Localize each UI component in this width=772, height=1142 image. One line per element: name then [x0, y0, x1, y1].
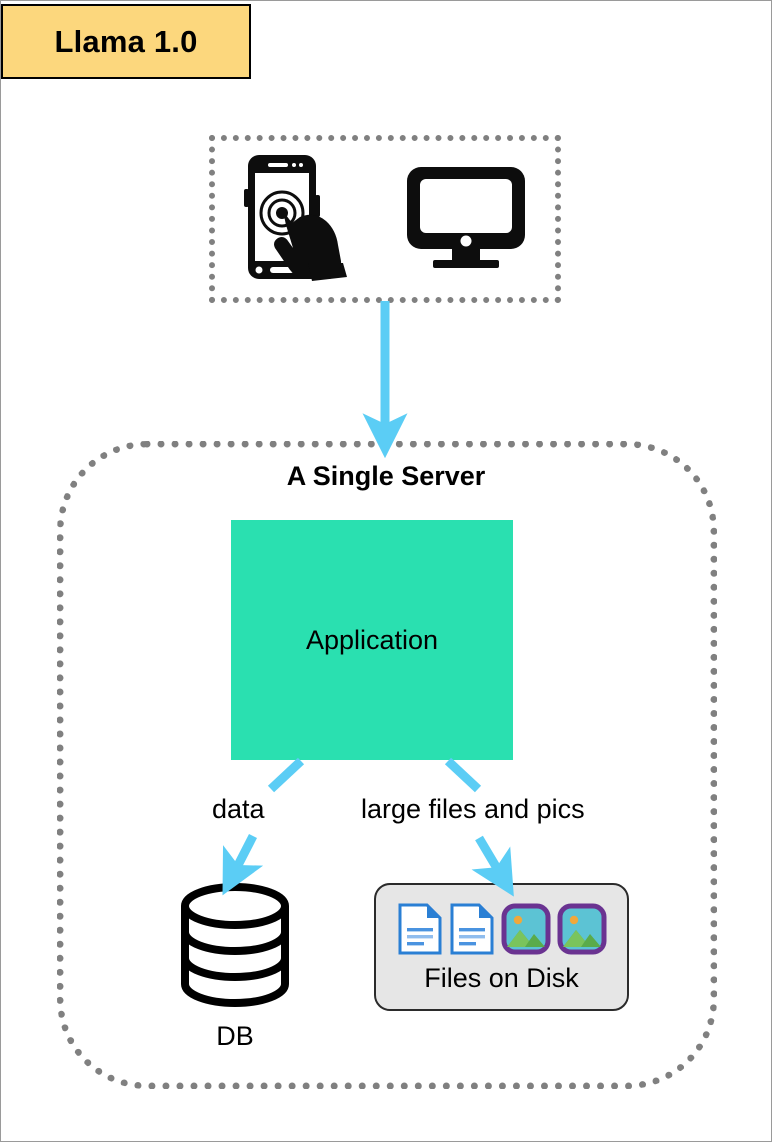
- document-file-icon: [449, 902, 495, 961]
- image-file-icon: [557, 903, 607, 960]
- edge-label-data: data: [212, 794, 265, 824]
- version-badge: Llama 1.0: [1, 4, 251, 79]
- desktop-monitor-icon: [404, 164, 528, 275]
- document-file-icon: [397, 902, 443, 961]
- application-node: Application: [231, 520, 513, 760]
- database-node: DB: [174, 880, 296, 1051]
- image-file-icon: [501, 903, 551, 960]
- server-tier-title: A Single Server: [286, 461, 486, 491]
- version-badge-label: Llama 1.0: [54, 23, 198, 59]
- files-on-disk-node: Files on Disk: [374, 883, 629, 1011]
- database-caption: DB: [216, 1021, 254, 1051]
- mobile-phone-touch-icon: [242, 151, 350, 288]
- client-tier-group: [209, 135, 561, 303]
- file-icon-row: [397, 902, 607, 961]
- database-cylinder-icon: [174, 883, 296, 1014]
- client-device-row: [215, 141, 555, 297]
- edge-label-large-files: large files and pics: [361, 794, 585, 824]
- files-on-disk-caption: Files on Disk: [424, 963, 579, 993]
- application-label: Application: [305, 624, 439, 655]
